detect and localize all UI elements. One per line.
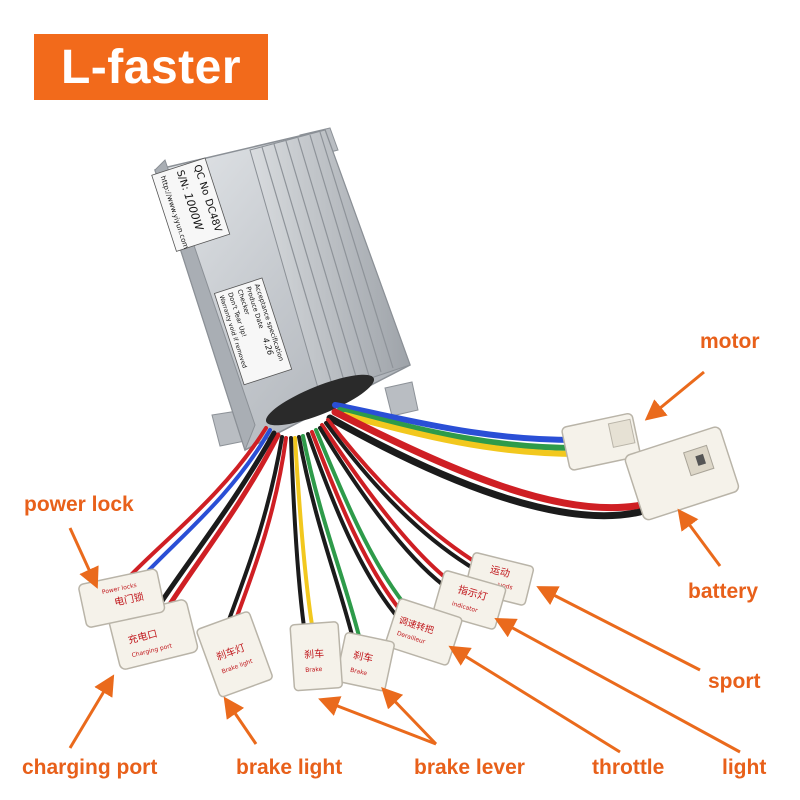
connector-power-lock: 电门锁 Power locks	[78, 568, 166, 628]
callout-brake-lever: brake lever	[414, 756, 525, 779]
arrow-sport	[536, 586, 701, 672]
motor-connector	[561, 412, 641, 471]
connector-brake-2: 刹车 Brake	[335, 631, 395, 692]
wire-harness	[126, 402, 646, 645]
svg-text:Brake: Brake	[349, 667, 368, 677]
callout-throttle: throttle	[592, 756, 665, 779]
arrow-brake-lever-2	[381, 686, 438, 746]
brand-logo: L-faster	[34, 34, 268, 100]
svg-text:刹车: 刹车	[304, 647, 325, 661]
svg-text:运动: 运动	[489, 564, 511, 580]
svg-text:Brake: Brake	[305, 666, 323, 674]
label-sticker-top: QC No DC48V S/N: 1000W http://www.yiyun.…	[151, 157, 231, 252]
arrow-power-lock	[68, 527, 99, 589]
connector-throttle: 调速转把 Derailleur	[384, 598, 463, 666]
callout-arrows	[68, 370, 741, 754]
callout-light: light	[722, 756, 767, 779]
arrow-battery	[677, 508, 722, 567]
svg-text:sport: sport	[496, 581, 513, 592]
connector-brake-light: 刹车灯 Brake light	[196, 611, 273, 698]
connector-brake-1: 刹车 Brake	[289, 621, 343, 692]
heat-sink-fins	[261, 131, 394, 389]
arrow-throttle	[448, 645, 621, 754]
callout-sport: sport	[708, 670, 761, 693]
arrow-charging-port	[68, 674, 115, 749]
svg-text:刹车: 刹车	[352, 648, 374, 665]
battery-connector	[624, 426, 740, 521]
arrow-brake-light	[223, 696, 258, 745]
callout-brake-light: brake light	[236, 756, 343, 779]
arrow-brake-lever-1	[318, 696, 437, 746]
arrow-light	[494, 617, 741, 754]
callout-motor: motor	[700, 330, 760, 353]
arrow-motor	[644, 370, 705, 421]
callout-battery: battery	[688, 580, 759, 603]
callout-power-lock: power lock	[24, 493, 134, 516]
callout-charging-port: charging port	[22, 756, 158, 779]
